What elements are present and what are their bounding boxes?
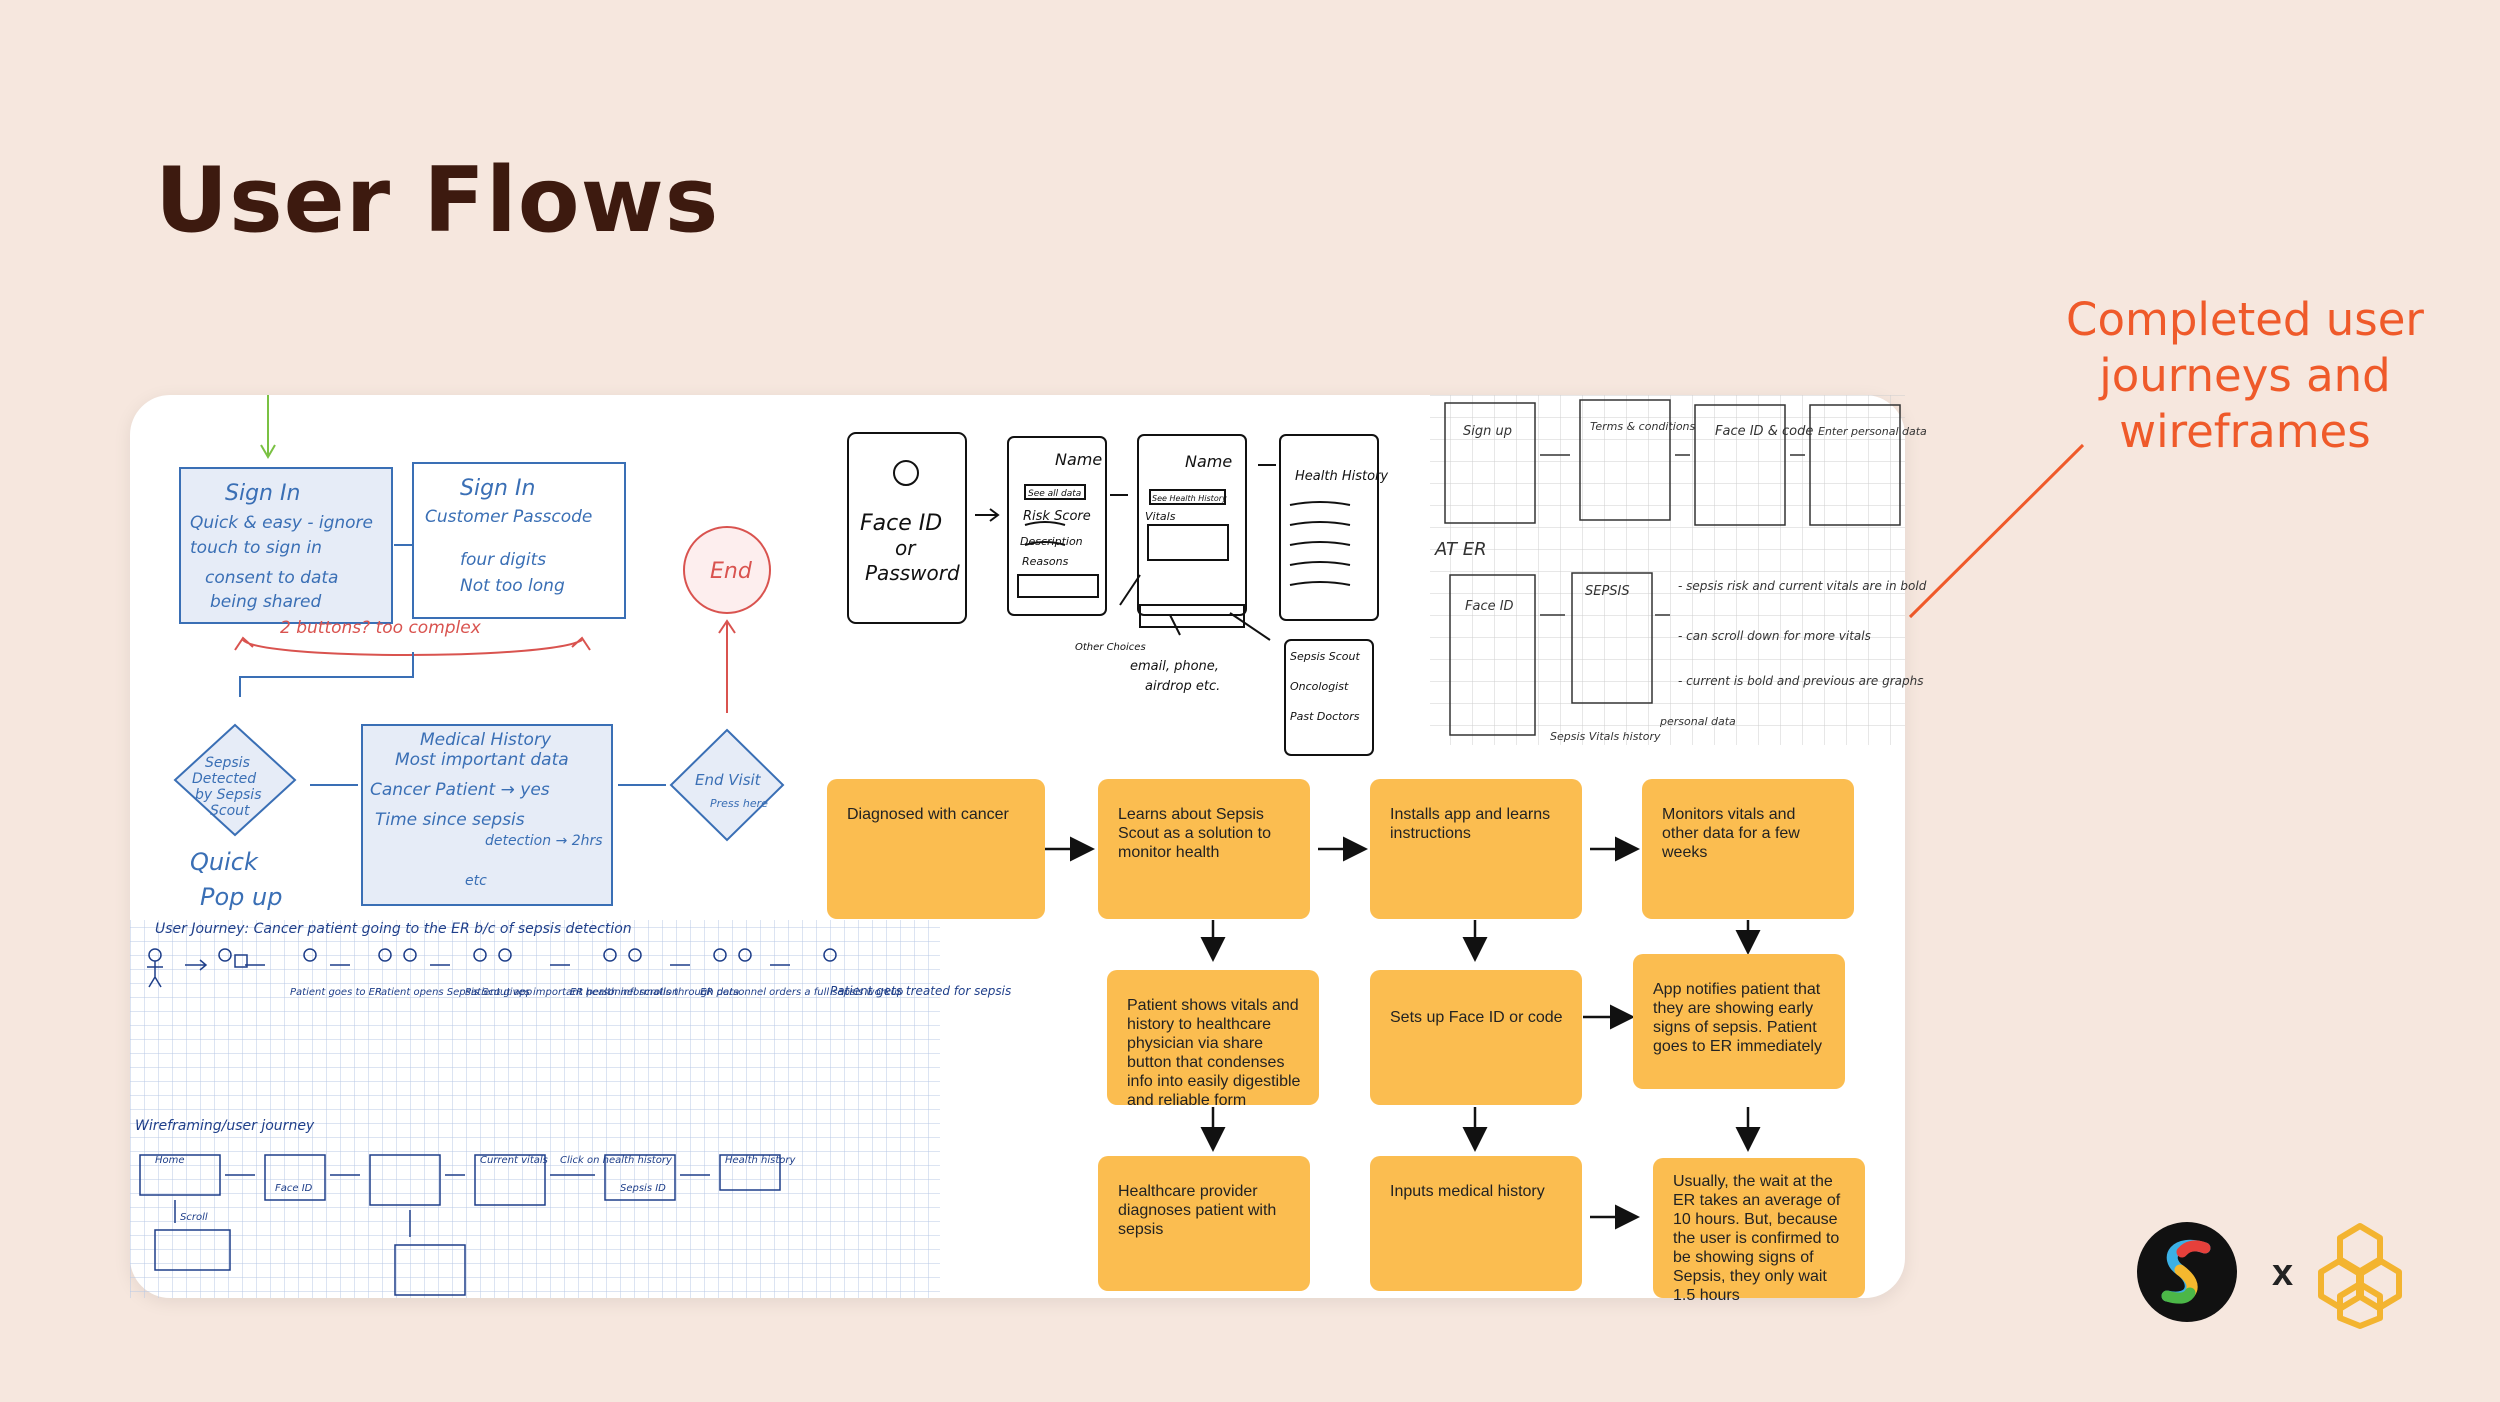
svg-text:touch to sign in: touch to sign in [190,538,322,558]
svg-text:Health history: Health history [725,1155,796,1166]
svg-text:Patient opens Sepsis Scout app: Patient opens Sepsis Scout app [375,987,532,998]
callout-text: Completed user journeys and wireframes [2035,292,2455,460]
svg-text:email, phone,: email, phone, [1130,659,1219,674]
slide-title: User Flows [155,148,720,253]
phone-wireframes-sketch [847,432,1379,756]
svg-text:End Visit: End Visit [695,771,762,789]
svg-text:Past Doctors: Past Doctors [1290,710,1360,723]
svg-text:Press here: Press here [710,797,768,810]
svg-text:Name: Name [1055,450,1102,469]
graph-paper-journey: User Journey: Cancer patient going to th… [130,920,1011,1298]
flow-box-app-notifies-patient: App notifies patient that they are showi… [1633,954,1845,1089]
flow-box-er-wait: Usually, the wait at the ER takes an ave… [1653,1158,1865,1304]
svg-text:Click on health history: Click on health history [560,1155,673,1166]
svg-text:AT ER: AT ER [1434,539,1487,560]
svg-text:Sign In: Sign In [225,481,300,506]
svg-text:Medical History: Medical History [420,730,552,750]
svg-text:Enter personal data: Enter personal data [1818,425,1927,438]
svg-text:Sepsis Scout: Sepsis Scout [1290,650,1360,663]
svg-text:Current vitals: Current vitals [480,1155,548,1166]
svg-text:2 buttons? too complex: 2 buttons? too complex [280,618,482,638]
svg-text:Sepsis: Sepsis [205,755,250,771]
svg-text:Risk Score: Risk Score [1023,509,1091,524]
svg-text:Most important data: Most important data [395,750,569,770]
flow-box-installs-app: Installs app and learns instructions [1370,779,1582,919]
svg-text:Other Choices: Other Choices [1075,642,1146,653]
svg-text:Terms & conditions: Terms & conditions [1590,420,1696,433]
svg-text:by Sepsis: by Sepsis [195,787,262,803]
svg-text:- current is bold and previous: - current is bold and previous are graph… [1678,674,1923,688]
svg-text:User Journey: Cancer patient g: User Journey: Cancer patient going to th… [155,921,632,937]
svg-text:Face ID: Face ID [860,511,942,536]
logo-separator: x [2272,1252,2294,1294]
signin-flow-sketch [173,395,785,906]
svg-text:Face ID & code: Face ID & code [1715,424,1813,439]
svg-text:See all data: See all data [1028,489,1081,499]
svg-text:Wireframing/user journey: Wireframing/user journey [135,1118,315,1134]
signin-flow-text: Sign In Quick & easy - ignore touch to s… [190,476,768,911]
svg-text:etc: etc [465,873,487,889]
svg-text:Pop up: Pop up [200,883,282,911]
corner-wireframe-sketch: Sign up Terms & conditions Face ID & cod… [1430,395,1927,745]
svg-text:Cancer Patient → yes: Cancer Patient → yes [370,780,550,800]
svg-text:being shared: being shared [210,592,321,612]
sketch-board-card: Sign In Quick & easy - ignore touch to s… [130,395,1927,1304]
svg-text:- can scroll down for more vit: - can scroll down for more vitals [1678,629,1871,643]
flow-box-provider-diagnoses: Healthcare provider diagnoses patient wi… [1098,1156,1310,1291]
callout-line-2: journeys and [2099,349,2391,402]
svg-text:Sign In: Sign In [460,476,535,501]
partner-hexagon-logo [2318,1223,2402,1329]
sketch-board: Sign In Quick & easy - ignore touch to s… [130,395,1927,1298]
svg-text:Scout: Scout [210,803,250,819]
svg-text:Reasons: Reasons [1022,555,1069,568]
svg-text:End: End [710,559,753,584]
svg-text:Sign up: Sign up [1463,424,1512,439]
flow-box-shows-vitals-to-physician: Patient shows vitals and history to heal… [1107,970,1319,1109]
svg-text:airdrop etc.: airdrop etc. [1145,679,1220,694]
svg-text:Home: Home [155,1155,185,1166]
svg-text:detection → 2hrs: detection → 2hrs [485,833,603,849]
svg-text:personal data: personal data [1659,715,1736,728]
svg-text:Face ID: Face ID [275,1183,313,1194]
svg-text:or: or [895,536,917,560]
svg-text:Password: Password [865,561,960,585]
svg-text:Sepsis Vitals history: Sepsis Vitals history [1550,730,1661,743]
svg-text:Face ID: Face ID [1465,599,1514,614]
svg-text:Oncologist: Oncologist [1290,680,1349,693]
svg-text:Scroll: Scroll [180,1212,208,1223]
svg-text:Patient gives important health: Patient gives important health informati… [465,987,678,998]
flow-box-inputs-medical-history: Inputs medical history [1370,1156,1582,1291]
flow-box-learns-about-sepsis-scout: Learns about Sepsis Scout as a solution … [1098,779,1310,919]
svg-text:Not too long: Not too long [460,576,565,596]
svg-text:Time since sepsis: Time since sepsis [375,810,525,830]
svg-text:ER personnel orders a full sep: ER personnel orders a full sepsis workup [700,987,903,998]
svg-text:Detected: Detected [192,771,256,787]
flow-arrows [1045,836,1761,1230]
svg-text:ER personnel scrolls through d: ER personnel scrolls through data [570,987,739,998]
callout-line-3: wireframes [2119,405,2371,458]
svg-text:Patient gets treated for sepsi: Patient gets treated for sepsis [830,984,1011,998]
phone-wireframes-text: Face ID or Password Name See all data Ri… [860,450,1388,723]
svg-text:Sepsis ID: Sepsis ID [620,1183,666,1194]
svg-text:Vitals: Vitals [1145,510,1176,523]
flow-box-sets-up-face-id: Sets up Face ID or code [1370,970,1582,1105]
callout-line-1: Completed user [2066,293,2424,346]
svg-text:See Health History: See Health History [1152,494,1227,503]
flow-box-diagnosed: Diagnosed with cancer [827,779,1045,919]
svg-text:SEPSIS: SEPSIS [1585,584,1630,599]
logos-area [2137,1222,2402,1329]
svg-text:Patient goes to ER: Patient goes to ER [290,987,382,998]
svg-text:Description: Description [1020,535,1083,548]
svg-text:Name: Name [1185,452,1232,471]
svg-text:Health History: Health History [1295,469,1388,484]
svg-text:consent to data: consent to data [205,568,338,588]
sepsis-scout-logo [2137,1222,2237,1322]
svg-text:- sepsis risk and current vita: - sepsis risk and current vitals are in … [1678,579,1927,593]
svg-text:Quick & easy - ignore: Quick & easy - ignore [190,513,373,533]
svg-text:four digits: four digits [460,550,546,570]
svg-text:Quick: Quick [190,848,259,876]
svg-text:Customer Passcode: Customer Passcode [425,507,592,527]
flow-box-monitors-vitals: Monitors vitals and other data for a few… [1642,779,1854,919]
